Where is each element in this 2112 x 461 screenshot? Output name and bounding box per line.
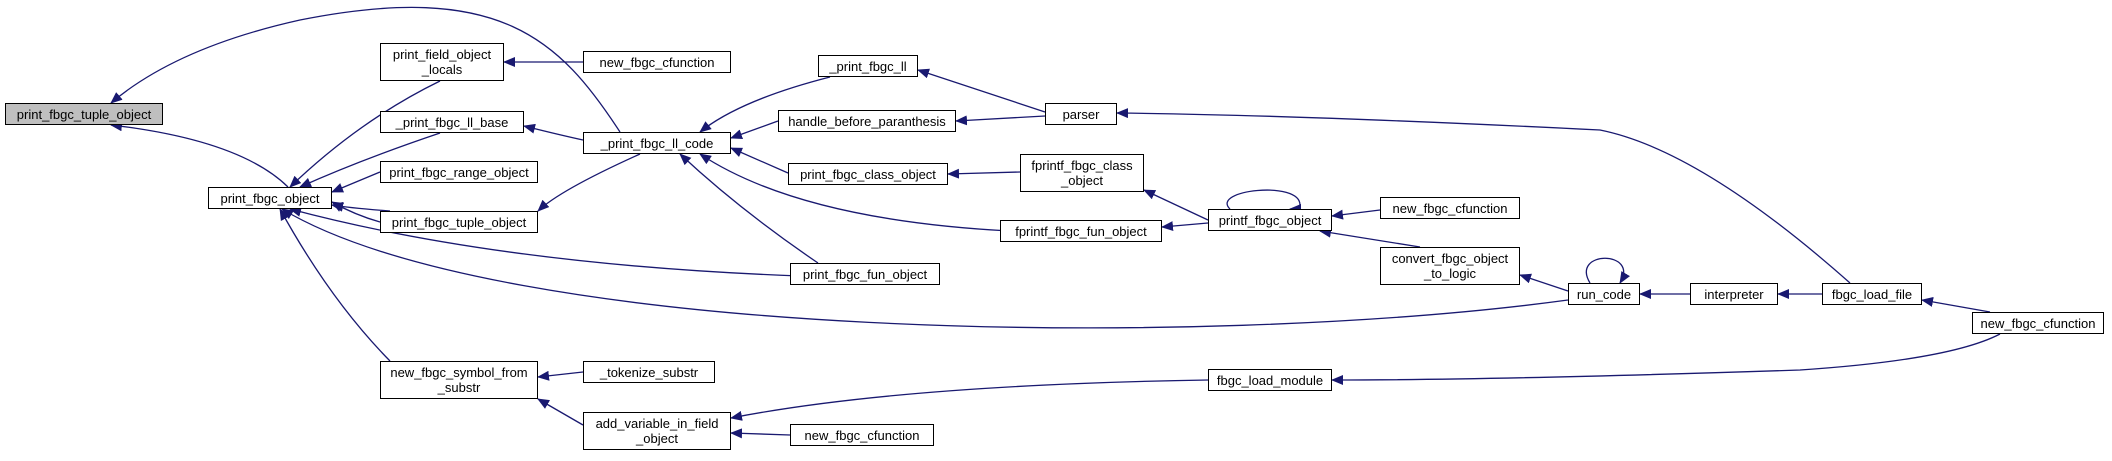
edge-load-module-to-add-var xyxy=(730,379,1209,421)
node-print-fbgc-range-object[interactable]: print_fbgc_range_object xyxy=(380,161,538,183)
edge-tuple2-to-print-obj xyxy=(331,201,381,223)
node-run-code[interactable]: run_code xyxy=(1568,283,1640,305)
node-print-fbgc-ll-code[interactable]: _print_fbgc_ll_code xyxy=(583,132,731,154)
node-printf-fbgc-object[interactable]: printf_fbgc_object xyxy=(1208,209,1332,231)
node-root: print_fbgc_tuple_object xyxy=(5,103,163,125)
edge-printf-to-fprintf-fun xyxy=(1161,221,1209,232)
edge-range-to-print-obj xyxy=(331,171,381,193)
node-print-fbgc-object[interactable]: print_fbgc_object xyxy=(208,187,332,209)
node-new-fbgc-cfunction-2[interactable]: new_fbgc_cfunction xyxy=(790,424,934,446)
edge-ll-code-to-root xyxy=(110,6,621,133)
edge-load-file-to-parser xyxy=(1116,108,1851,284)
node-interpreter[interactable]: interpreter xyxy=(1690,283,1778,305)
node-new-fbgc-cfunction-3[interactable]: new_fbgc_cfunction xyxy=(1380,197,1520,219)
node-print-fbgc-class-object[interactable]: print_fbgc_class_object xyxy=(788,163,948,185)
edge-cfunc2-to-add-var xyxy=(730,428,791,439)
edge-add-var-to-symbol xyxy=(537,398,584,426)
edge-fun-obj-to-ll-code xyxy=(679,153,819,264)
edge-ll-code-to-ll-base xyxy=(523,123,584,141)
edge-printf-to-fprintf-class xyxy=(1143,189,1209,221)
node-new-fbgc-symbol-from-substr[interactable]: new_fbgc_symbol_from _substr xyxy=(380,361,538,399)
edge-fprintf-class-to-class xyxy=(947,168,1021,179)
edge-class-to-ll-code xyxy=(730,147,789,174)
edge-fun-obj-to-print-obj xyxy=(289,207,801,277)
edge-tokenize-to-symbol xyxy=(537,370,584,381)
edge-ll-code-to-tuple2 xyxy=(537,153,641,212)
node-new-fbgc-cfunction-4[interactable]: new_fbgc_cfunction xyxy=(1972,312,2104,334)
edge-convert-to-printf xyxy=(1319,227,1421,248)
node-print-fbgc-ll[interactable]: _print_fbgc_ll xyxy=(818,55,918,77)
node-print-fbgc-tuple-object[interactable]: print_fbgc_tuple_object xyxy=(380,211,538,233)
node-convert-fbgc-object-to-logic[interactable]: convert_fbgc_object _to_logic xyxy=(1380,247,1520,285)
edge-run-code-self-loop xyxy=(1585,257,1630,284)
edge-fprintf-fun-to-ll-code xyxy=(699,153,1011,232)
edge-printf-self-loop xyxy=(1226,189,1302,214)
edge-parser-to-handle xyxy=(955,115,1046,126)
node-new-fbgc-cfunction-1[interactable]: new_fbgc_cfunction xyxy=(583,51,731,73)
edge-run-code-to-convert xyxy=(1519,273,1569,292)
node-fbgc-load-file[interactable]: fbgc_load_file xyxy=(1822,283,1922,305)
edge-field-locals-to-print-obj xyxy=(289,80,441,188)
edge-cfunc3-to-printf xyxy=(1331,209,1381,220)
node-print-field-object-locals[interactable]: print_field_object _locals xyxy=(380,43,504,81)
node-parser[interactable]: parser xyxy=(1045,103,1117,125)
node-fprintf-fbgc-fun-object[interactable]: fprintf_fbgc_fun_object xyxy=(1000,220,1162,242)
edge-print-obj-to-root xyxy=(110,121,289,188)
edge-cfunc4-to-load-module xyxy=(1331,333,2001,385)
node-handle-before-paranthesis[interactable]: handle_before_paranthesis xyxy=(778,110,956,132)
node-fbgc-load-module[interactable]: fbgc_load_module xyxy=(1208,369,1332,391)
edge-parser-to-print-ll xyxy=(917,68,1046,113)
node-print-fbgc-ll-base[interactable]: _print_fbgc_ll_base xyxy=(380,111,524,133)
edge-ll-base-to-print-obj xyxy=(299,132,441,188)
node-print-fbgc-fun-object[interactable]: print_fbgc_fun_object xyxy=(790,263,940,285)
edge-handle-to-ll-code xyxy=(730,120,779,139)
edge-run-code-to-print-obj xyxy=(281,208,1569,329)
edge-cfunc4-to-load-file xyxy=(1921,296,1991,313)
edge-symbol-to-print-obj xyxy=(279,208,391,362)
edge-print-obj-to-tuple2 xyxy=(331,201,391,212)
node-add-variable-in-field-object[interactable]: add_variable_in_field _object xyxy=(583,412,731,450)
edge-print-ll-to-ll-code xyxy=(699,76,831,133)
node-fprintf-fbgc-class-object[interactable]: fprintf_fbgc_class _object xyxy=(1020,154,1144,192)
node-tokenize-substr[interactable]: _tokenize_substr xyxy=(583,361,715,383)
